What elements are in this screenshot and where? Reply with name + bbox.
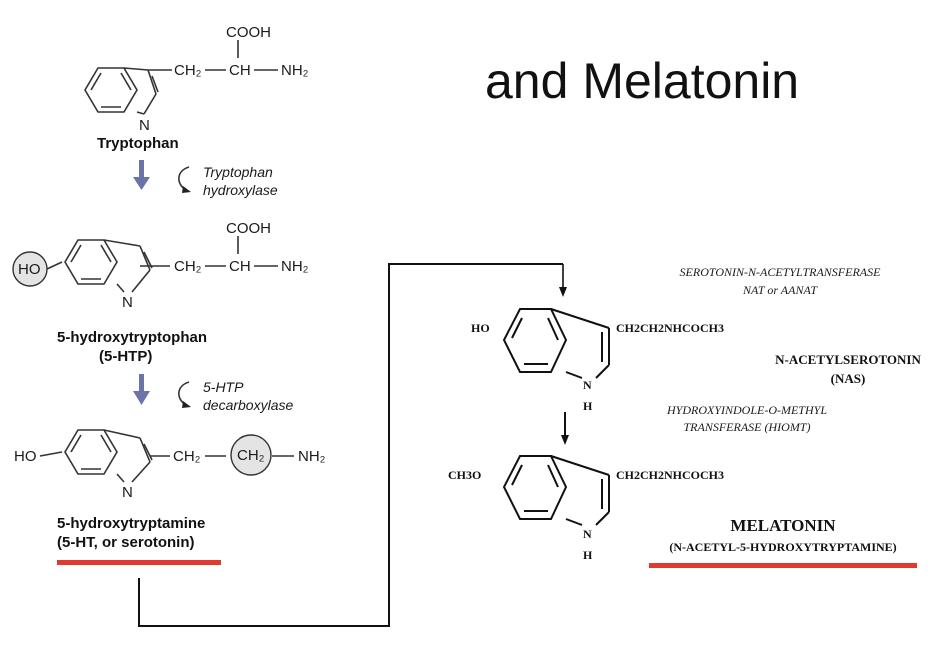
melatonin-underline bbox=[649, 563, 917, 568]
slide-title: and Melatonin bbox=[485, 53, 799, 109]
ho-label: HO bbox=[18, 261, 41, 278]
serotonin-structure: HO N CH₂ CH₂ NH₂ bbox=[14, 429, 326, 501]
ch2-highlighted-label: CH₂ bbox=[237, 447, 265, 464]
ch2-label: CH₂ bbox=[174, 62, 202, 79]
ch2-highlight-circle bbox=[230, 434, 272, 476]
melatonin-chemical-name: (N-ACETYL-5-HYDROXYTRYPTAMINE) bbox=[669, 540, 896, 554]
nitrogen-label: N bbox=[122, 294, 133, 311]
side-chain-label: CH2CH2NHCOCH3 bbox=[616, 321, 724, 335]
five-htp-abbrev: (5-HTP) bbox=[99, 348, 152, 365]
n-acetylserotonin-name: N-ACETYLSEROTONIN bbox=[775, 352, 921, 367]
enzyme-5htp-decarboxylase: 5-HTP bbox=[203, 379, 244, 395]
enzyme-aanat-abbrev: NAT or AANAT bbox=[742, 283, 818, 297]
enzyme-tryptophan-hydroxylase-line2: hydroxylase bbox=[203, 182, 278, 198]
cooh-label: COOH bbox=[226, 24, 271, 41]
ch3o-label: CH3O bbox=[448, 468, 481, 482]
tryptophan-name: Tryptophan bbox=[97, 135, 179, 152]
nitrogen-label: N bbox=[583, 378, 592, 392]
enzyme-tryptophan-hydroxylase: Tryptophan bbox=[203, 164, 273, 180]
melatonin-name: MELATONIN bbox=[730, 516, 836, 535]
hydrogen-label: H bbox=[583, 548, 593, 562]
blue-reaction-arrow bbox=[133, 160, 150, 190]
enzyme-aanat: SEROTONIN-N-ACETYLTRANSFERASE bbox=[680, 265, 882, 279]
side-chain-label: CH2CH2NHCOCH3 bbox=[616, 468, 724, 482]
melatonin-structure: CH3O N H CH2CH2NHCOCH3 bbox=[448, 455, 724, 562]
ch-label: CH bbox=[229, 258, 251, 275]
five-htp-name: 5-hydroxytryptophan bbox=[57, 329, 207, 346]
enzyme-hiomt: HYDROXYINDOLE-O-METHYL bbox=[666, 403, 827, 417]
curved-arrow-icon bbox=[178, 381, 190, 406]
serotonin-alt-name: (5-HT, or serotonin) bbox=[57, 534, 195, 551]
enzyme-5htp-decarboxylase-line2: decarboxylase bbox=[203, 397, 293, 413]
ch2-label: CH₂ bbox=[173, 448, 201, 465]
nitrogen-label: N bbox=[139, 117, 150, 134]
ho-label: HO bbox=[471, 321, 490, 335]
curved-arrowhead-icon bbox=[182, 401, 191, 408]
n-acetylserotonin-structure: HO N H CH2CH2NHCOCH3 bbox=[471, 308, 724, 413]
nh2-label: NH₂ bbox=[281, 62, 309, 79]
nh2-label: NH₂ bbox=[281, 258, 309, 275]
serotonin-name: 5-hydroxytryptamine bbox=[57, 515, 205, 532]
hydrogen-label: H bbox=[583, 399, 593, 413]
nh2-label: NH₂ bbox=[298, 448, 326, 465]
ch2-label: CH₂ bbox=[174, 258, 202, 275]
ho-label: HO bbox=[14, 448, 37, 465]
connector-line bbox=[138, 263, 563, 627]
nitrogen-label: N bbox=[583, 527, 592, 541]
n-acetylserotonin-abbrev: (NAS) bbox=[831, 371, 866, 386]
blue-reaction-arrow bbox=[133, 374, 150, 405]
tryptophan-structure: N CH₂ CH COOH NH₂ bbox=[84, 24, 309, 134]
curved-arrow-icon bbox=[178, 166, 190, 191]
cooh-label: COOH bbox=[226, 220, 271, 237]
curved-arrowhead-icon bbox=[182, 186, 191, 193]
serotonin-underline bbox=[57, 560, 221, 565]
five-htp-structure: HO N CH₂ CH COOH NH₂ bbox=[12, 220, 309, 311]
ch-label: CH bbox=[229, 62, 251, 79]
nitrogen-label: N bbox=[122, 484, 133, 501]
enzyme-hiomt-line2: TRANSFERASE (HIOMT) bbox=[684, 420, 811, 434]
